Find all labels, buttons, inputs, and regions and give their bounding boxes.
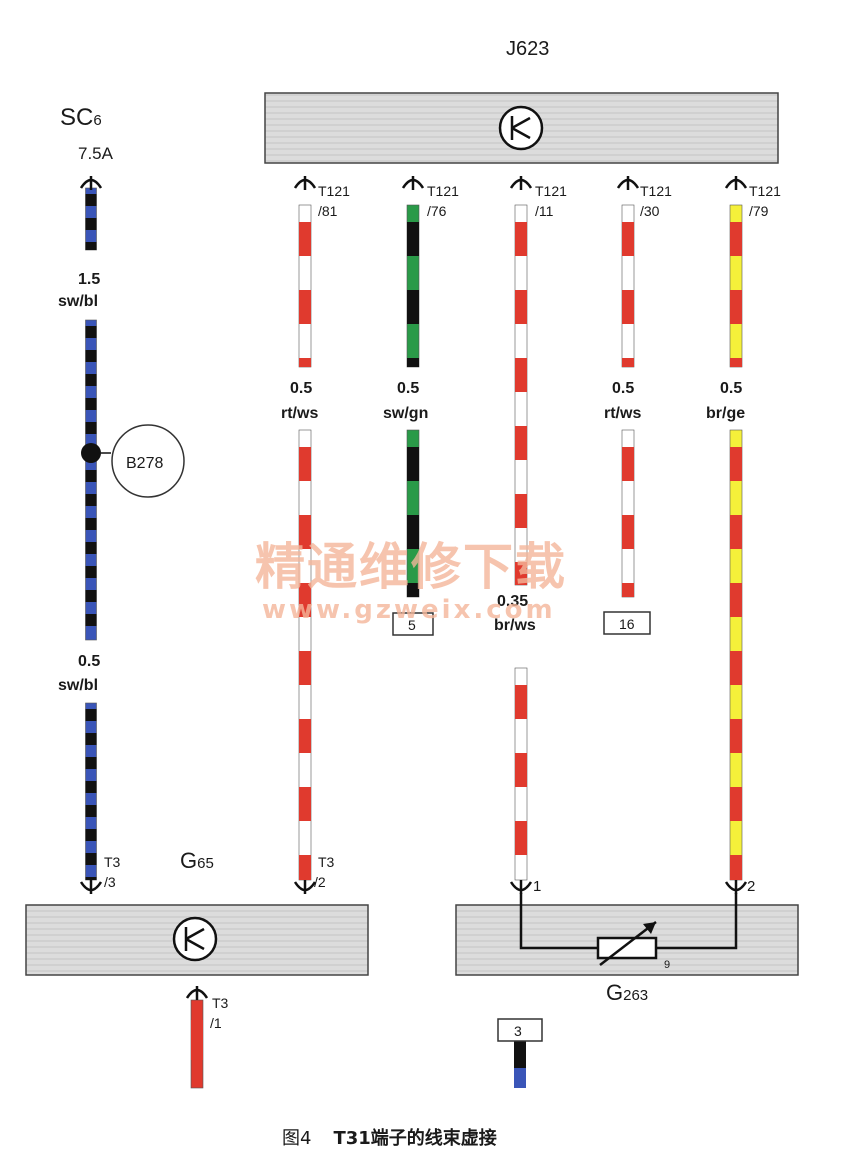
pin-11: T121/11 [535, 183, 567, 219]
wire-labels: T121/81 T121/76 T121/11 T121/30 T121/79 … [281, 183, 781, 634]
left-wire-upper-size: 1.5 [78, 271, 100, 288]
terminal-16-label: 16 [619, 616, 635, 632]
wire-79-color: br/ge [706, 405, 745, 422]
terminal-16: 16 [603, 611, 651, 635]
wire-11-color: br/ws [494, 617, 536, 634]
pin-81: T121/81 [318, 183, 350, 219]
pin-30: T121/30 [640, 183, 672, 219]
g65-pin1-connector [185, 986, 209, 1000]
g263-mark: 9 [664, 959, 670, 971]
g263-pin-2: 2 [747, 878, 755, 895]
wire-81-color: rt/ws [281, 405, 318, 422]
fuse-name: SC [60, 104, 93, 131]
terminal-3-wire [514, 1041, 526, 1088]
terminal-5-label: 5 [408, 617, 416, 633]
ecu-pin-connector-3 [616, 176, 640, 190]
wire-81-seg-1 [298, 429, 312, 881]
ecu-title: J623 [506, 38, 549, 60]
g65-subscript: 65 [197, 855, 214, 872]
g65-pin-2: T3/2 [314, 854, 335, 890]
fuse-rating: 7.5A [78, 144, 114, 163]
terminal-3-label: 3 [514, 1023, 522, 1039]
fuse-connector [79, 176, 103, 190]
wire-30-seg-1 [621, 429, 635, 598]
ecu-pin-connector-2 [509, 176, 533, 190]
left-wire-mid [85, 319, 97, 641]
wire-79-seg-0 [729, 204, 743, 368]
g65-pin2-connector [293, 880, 317, 894]
g263-pin2-connector [724, 880, 748, 894]
terminal-3: 3 [497, 1018, 543, 1042]
wire-30-seg-0 [621, 204, 635, 368]
g263-pin1-connector [509, 880, 533, 894]
ecu-ground-symbol [498, 105, 544, 151]
g65-title: G65 [180, 848, 214, 873]
g263-subscript: 263 [623, 987, 648, 1004]
g263-name: G [606, 980, 623, 1005]
left-wire-upper-color: sw/bl [58, 293, 98, 310]
wire-76-seg-0 [406, 204, 420, 368]
figure-text: T31端子的线束虚接 [333, 1127, 496, 1149]
ecu-pin-connector-1 [401, 176, 425, 190]
wire-76-seg-1 [406, 429, 420, 598]
wire-30-size: 0.5 [612, 380, 634, 397]
watermark-chinese: 精通维修下载 [255, 538, 567, 596]
wire-79-size: 0.5 [720, 380, 742, 397]
g263-title: G263 [606, 980, 648, 1005]
fuse-subscript: 6 [93, 112, 101, 129]
ecu-wires [298, 204, 743, 881]
fuse-label: SC6 [60, 104, 102, 131]
splice-label: B278 [126, 455, 163, 472]
ecu-pin-connector-0 [293, 176, 317, 190]
pin-76: T121/76 [427, 183, 459, 219]
wire-11-seg-1 [514, 667, 528, 881]
left-wire-lower-size: 0.5 [78, 653, 100, 670]
left-wire-lower-color: sw/bl [58, 677, 98, 694]
g65-output-wire [190, 999, 204, 1089]
figure-caption: 图4 T31端子的线束虚接 [282, 1127, 497, 1149]
g65-name: G [180, 848, 197, 873]
left-wire-bottom [85, 702, 97, 881]
g65-pin-1: T3/1 [210, 995, 229, 1031]
wire-81-seg-0 [298, 204, 312, 368]
connector-hooks [79, 176, 748, 1000]
wire-11-size: 0.35 [497, 593, 528, 610]
watermark-url: www.gzweix.com [262, 595, 556, 625]
splice-b278: B278 [81, 424, 185, 498]
g263-sensor-symbol: 9 [519, 893, 738, 971]
g65-ground-symbol [172, 916, 218, 962]
wire-76-size: 0.5 [397, 380, 419, 397]
pin-79: T121/79 [749, 183, 781, 219]
wire-76-color: sw/gn [383, 405, 428, 422]
terminal-5: 5 [392, 612, 434, 636]
wire-79-seg-1 [729, 429, 743, 881]
ecu-pin-connector-4 [724, 176, 748, 190]
g263-pin-1: 1 [533, 878, 541, 895]
g65-pin3-connector [79, 880, 103, 894]
wire-11-seg-0 [514, 204, 528, 586]
wire-81-size: 0.5 [290, 380, 312, 397]
wire-30-color: rt/ws [604, 405, 641, 422]
left-wire-top [85, 187, 97, 251]
g65-pin-3: T3/3 [104, 854, 121, 890]
figure-number: 图4 [282, 1128, 311, 1149]
